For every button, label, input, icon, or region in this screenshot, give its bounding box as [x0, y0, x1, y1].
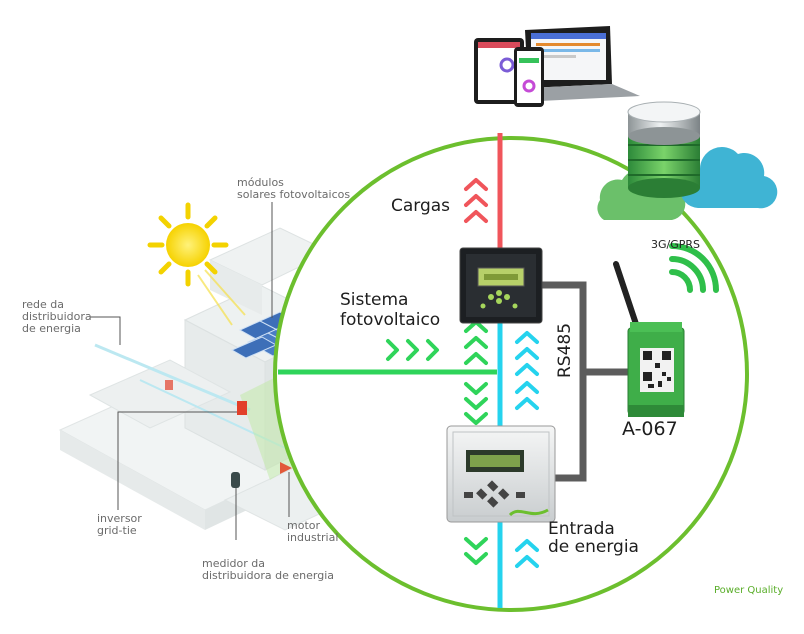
a067-device [613, 261, 685, 417]
load-arrows [464, 178, 488, 223]
system-circle [273, 136, 749, 612]
power-meter-top [459, 247, 543, 324]
gprs-label: 3G/GPRS [651, 238, 701, 251]
power-meter-bottom [446, 425, 556, 523]
meter-marker [231, 472, 240, 488]
motor-marker [280, 462, 292, 474]
pv-arrows [386, 320, 488, 565]
devices-dashboard-icon [474, 26, 640, 107]
rs485-bus [540, 281, 628, 482]
cloud-database-icon [597, 101, 778, 220]
rs485-label: RS485 [555, 322, 575, 378]
loads-label: Cargas [391, 196, 451, 216]
inverter-marker [237, 401, 247, 415]
brand-label: Power Quality [714, 585, 784, 596]
grid-arrows [515, 331, 539, 568]
sun-icon [147, 202, 246, 326]
leader-lines [90, 202, 290, 540]
signal-waves-icon [669, 243, 719, 293]
device-code-label: A-067 [622, 418, 678, 440]
